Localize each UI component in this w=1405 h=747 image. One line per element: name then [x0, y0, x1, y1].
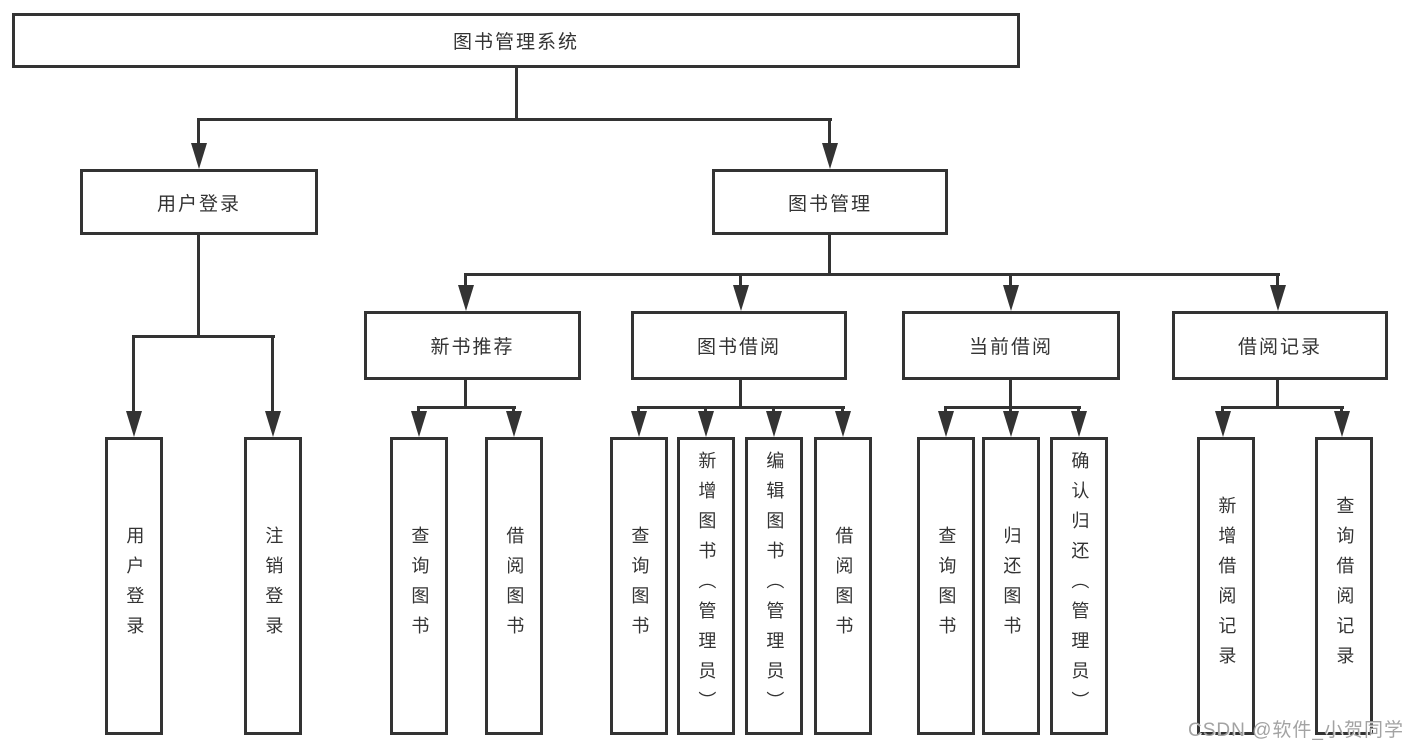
leaf-borrow-books-2: 借阅图书: [814, 437, 872, 735]
connector-line: [828, 235, 831, 273]
connector-line: [1276, 273, 1279, 287]
connector-line: [739, 273, 742, 287]
connector-line: [1009, 273, 1012, 287]
connector-line: [464, 273, 467, 287]
node-label: 图书管理: [787, 193, 872, 215]
connector-line: [197, 235, 200, 335]
arrowhead-down-icon: [1215, 411, 1231, 437]
connector-line: [271, 335, 274, 413]
leaf-logout: 注销登录: [244, 437, 302, 735]
node-label: 用户登录: [124, 526, 145, 646]
arrowhead-down-icon: [698, 411, 714, 437]
arrowhead-down-icon: [265, 411, 281, 437]
arrowhead-down-icon: [506, 411, 522, 437]
node-user-login: 用户登录: [80, 169, 318, 235]
connector-line: [828, 118, 831, 146]
node-label: 新增借阅记录: [1216, 496, 1237, 676]
leaf-add-books-admin: 新增图书（管理员）: [677, 437, 735, 735]
leaf-query-books-2: 查询图书: [610, 437, 668, 735]
leaf-confirm-return-admin: 确认归还（管理员）: [1050, 437, 1108, 735]
connector-line: [197, 118, 832, 121]
connector-line: [1221, 406, 1344, 409]
connector-line: [739, 380, 742, 406]
node-label: 编辑图书（管理员）: [764, 451, 785, 721]
connector-line: [132, 335, 135, 413]
node-label: 查询图书: [936, 526, 957, 646]
arrowhead-down-icon: [411, 411, 427, 437]
connector-line: [704, 406, 707, 415]
connector-line: [417, 406, 516, 409]
node-label: 借阅图书: [504, 526, 525, 646]
node-label: 当前借阅: [968, 337, 1053, 358]
connector-line: [1221, 406, 1224, 415]
connector-line: [841, 406, 844, 415]
arrowhead-down-icon: [733, 285, 749, 311]
arrowhead-down-icon: [1270, 285, 1286, 311]
arrowhead-down-icon: [631, 411, 647, 437]
connector-line: [1276, 380, 1279, 406]
node-label: 注销登录: [263, 526, 284, 646]
arrowhead-down-icon: [126, 411, 142, 437]
node-library-management-system: 图书管理系统: [12, 13, 1020, 68]
arrowhead-down-icon: [835, 411, 851, 437]
arrowhead-down-icon: [1334, 411, 1350, 437]
node-label: 用户登录: [156, 193, 241, 215]
node-label: 查询借阅记录: [1334, 496, 1355, 676]
connector-line: [1009, 406, 1012, 415]
connector-line: [464, 273, 1280, 276]
node-borrowing-records: 借阅记录: [1172, 311, 1388, 380]
connector-line: [944, 406, 947, 415]
node-new-book-recommendation: 新书推荐: [364, 311, 581, 380]
leaf-edit-books-admin: 编辑图书（管理员）: [745, 437, 803, 735]
connector-line: [637, 406, 640, 415]
leaf-query-books-3: 查询图书: [917, 437, 975, 735]
node-label: 图书借阅: [696, 337, 781, 358]
leaf-return-books: 归还图书: [982, 437, 1040, 735]
arrowhead-down-icon: [1071, 411, 1087, 437]
arrowhead-down-icon: [766, 411, 782, 437]
node-label: 归还图书: [1001, 526, 1022, 646]
connector-line: [1009, 380, 1012, 406]
connector-line: [637, 406, 845, 409]
connector-line: [132, 335, 275, 338]
node-label: 查询图书: [409, 526, 430, 646]
node-label: 确认归还（管理员）: [1069, 451, 1090, 721]
node-book-borrowing: 图书借阅: [631, 311, 847, 380]
connector-line: [512, 406, 515, 415]
connector-line: [1340, 406, 1343, 415]
arrowhead-down-icon: [191, 143, 207, 169]
node-label: 查询图书: [629, 526, 650, 646]
leaf-query-books-1: 查询图书: [390, 437, 448, 735]
connector-line: [1077, 406, 1080, 415]
node-label: 新增图书（管理员）: [696, 451, 717, 721]
connector-line: [772, 406, 775, 415]
connector-line: [464, 380, 467, 406]
leaf-user-login: 用户登录: [105, 437, 163, 735]
node-book-management: 图书管理: [712, 169, 948, 235]
connector-line: [197, 118, 200, 146]
node-label: 新书推荐: [430, 337, 515, 358]
leaf-borrow-books-1: 借阅图书: [485, 437, 543, 735]
csdn-watermark: CSDN @软件_小贺同学: [1188, 720, 1404, 741]
connector-line: [515, 68, 518, 118]
node-label: 借阅记录: [1237, 337, 1322, 358]
arrowhead-down-icon: [938, 411, 954, 437]
connector-line: [944, 406, 1081, 409]
leaf-query-borrow-record: 查询借阅记录: [1315, 437, 1373, 735]
node-label: 图书管理系统: [452, 32, 579, 53]
arrowhead-down-icon: [1003, 411, 1019, 437]
node-current-borrowing: 当前借阅: [902, 311, 1120, 380]
arrowhead-down-icon: [822, 143, 838, 169]
arrowhead-down-icon: [458, 285, 474, 311]
node-label: 借阅图书: [833, 526, 854, 646]
arrowhead-down-icon: [1003, 285, 1019, 311]
connector-line: [417, 406, 420, 415]
leaf-add-borrow-record: 新增借阅记录: [1197, 437, 1255, 735]
